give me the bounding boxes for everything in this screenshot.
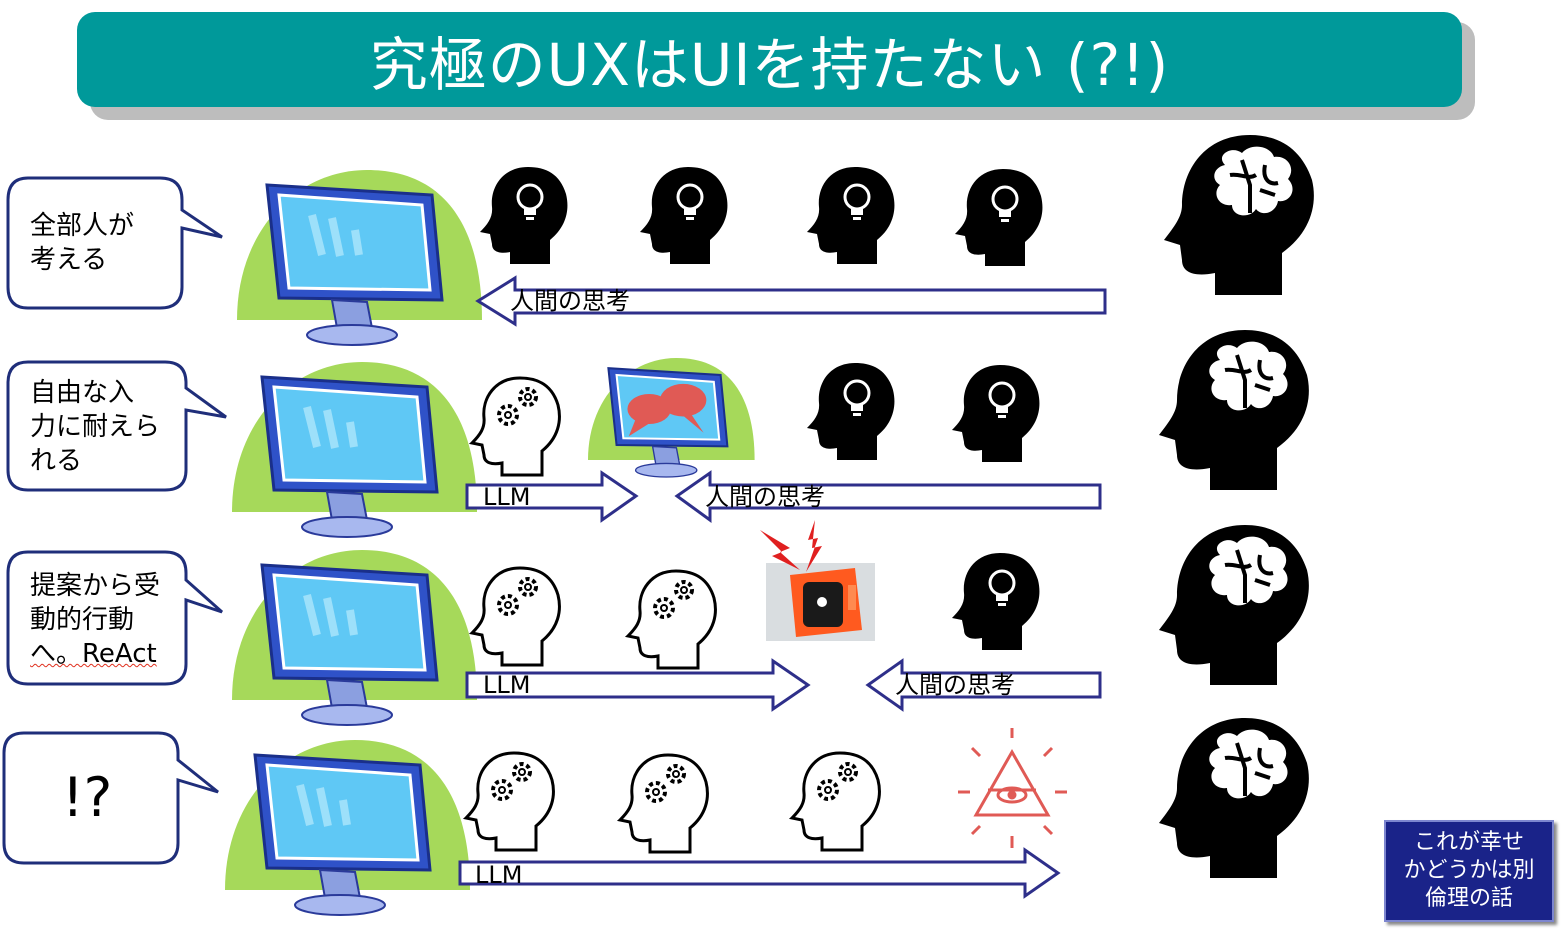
lightbulb-head-icon (638, 165, 729, 266)
computer-monitor-icon (225, 740, 470, 915)
lightbulb-head-icon (478, 165, 569, 266)
callout-bubble (6, 176, 223, 310)
arrow-label: LLM (483, 483, 531, 511)
callout-line: へ。ReAct (30, 639, 157, 669)
right-arrow (458, 847, 1061, 899)
left-arrow (475, 275, 1107, 327)
right-arrow (465, 658, 811, 712)
callout-line: 動的行動 (30, 605, 135, 635)
brain-head-icon (1157, 328, 1311, 492)
gears-head-icon (464, 751, 556, 852)
arrow-label: LLM (483, 671, 531, 699)
brain-head-icon (1162, 133, 1316, 297)
gears-head-icon (626, 569, 718, 670)
gears-head-icon (618, 753, 710, 854)
callout-line: れる (30, 446, 83, 476)
lightbulb-head-icon (950, 551, 1041, 652)
note-line: かどうかは別 (1403, 858, 1535, 883)
arrow-label: LLM (475, 861, 523, 889)
arrow-label: 人間の思考 (510, 287, 630, 315)
note-line: これが幸せ (1413, 830, 1524, 855)
note-box: これが幸せ かどうかは別 倫理の話 (1384, 820, 1554, 922)
arrow-label: 人間の思考 (705, 483, 825, 511)
computer-monitor-icon (232, 362, 477, 537)
callout-text: 提案から受 動的行動 へ。ReAct (30, 569, 160, 671)
lightbulb-head-icon (950, 363, 1041, 464)
note-line: 倫理の話 (1424, 886, 1513, 911)
lightbulb-head-icon (805, 361, 896, 462)
chat-monitor-icon (588, 358, 755, 478)
computer-monitor-icon (237, 170, 482, 345)
gears-head-icon (790, 751, 882, 852)
callout-text: 自由な入 力に耐えら れる (30, 376, 160, 478)
rabbit-device-icon (760, 520, 875, 641)
callout-text: !? (62, 768, 112, 828)
lightbulb-head-icon (953, 167, 1044, 268)
callout-line: 全部人が (30, 211, 135, 241)
gears-head-icon (470, 376, 562, 477)
brain-head-icon (1157, 523, 1311, 687)
computer-monitor-icon (232, 550, 477, 725)
lightbulb-head-icon (805, 165, 896, 266)
callout-line: 提案から受 (30, 571, 161, 601)
title-bar: 究極のUXはUIを持たない (?!) (77, 12, 1462, 107)
callout-line: 考える (30, 245, 108, 275)
callout-bubble (2, 731, 219, 865)
arrow-label: 人間の思考 (895, 671, 1015, 699)
callout-text: 全部人が 考える (30, 209, 134, 277)
callout-line: 力に耐えら (30, 412, 161, 442)
right-arrow (465, 470, 639, 523)
callout-bubble (6, 360, 227, 492)
gears-head-icon (470, 566, 562, 667)
brain-head-icon (1157, 716, 1311, 880)
callout-bubble (6, 550, 223, 686)
callout-line: 自由な入 (30, 378, 135, 408)
all-seeing-eye-icon (958, 728, 1067, 848)
left-arrow (865, 658, 1102, 712)
callout-line: !? (62, 766, 113, 829)
left-arrow (674, 470, 1102, 523)
page-title: 究極のUXはUIを持たない (?!) (369, 30, 1170, 99)
